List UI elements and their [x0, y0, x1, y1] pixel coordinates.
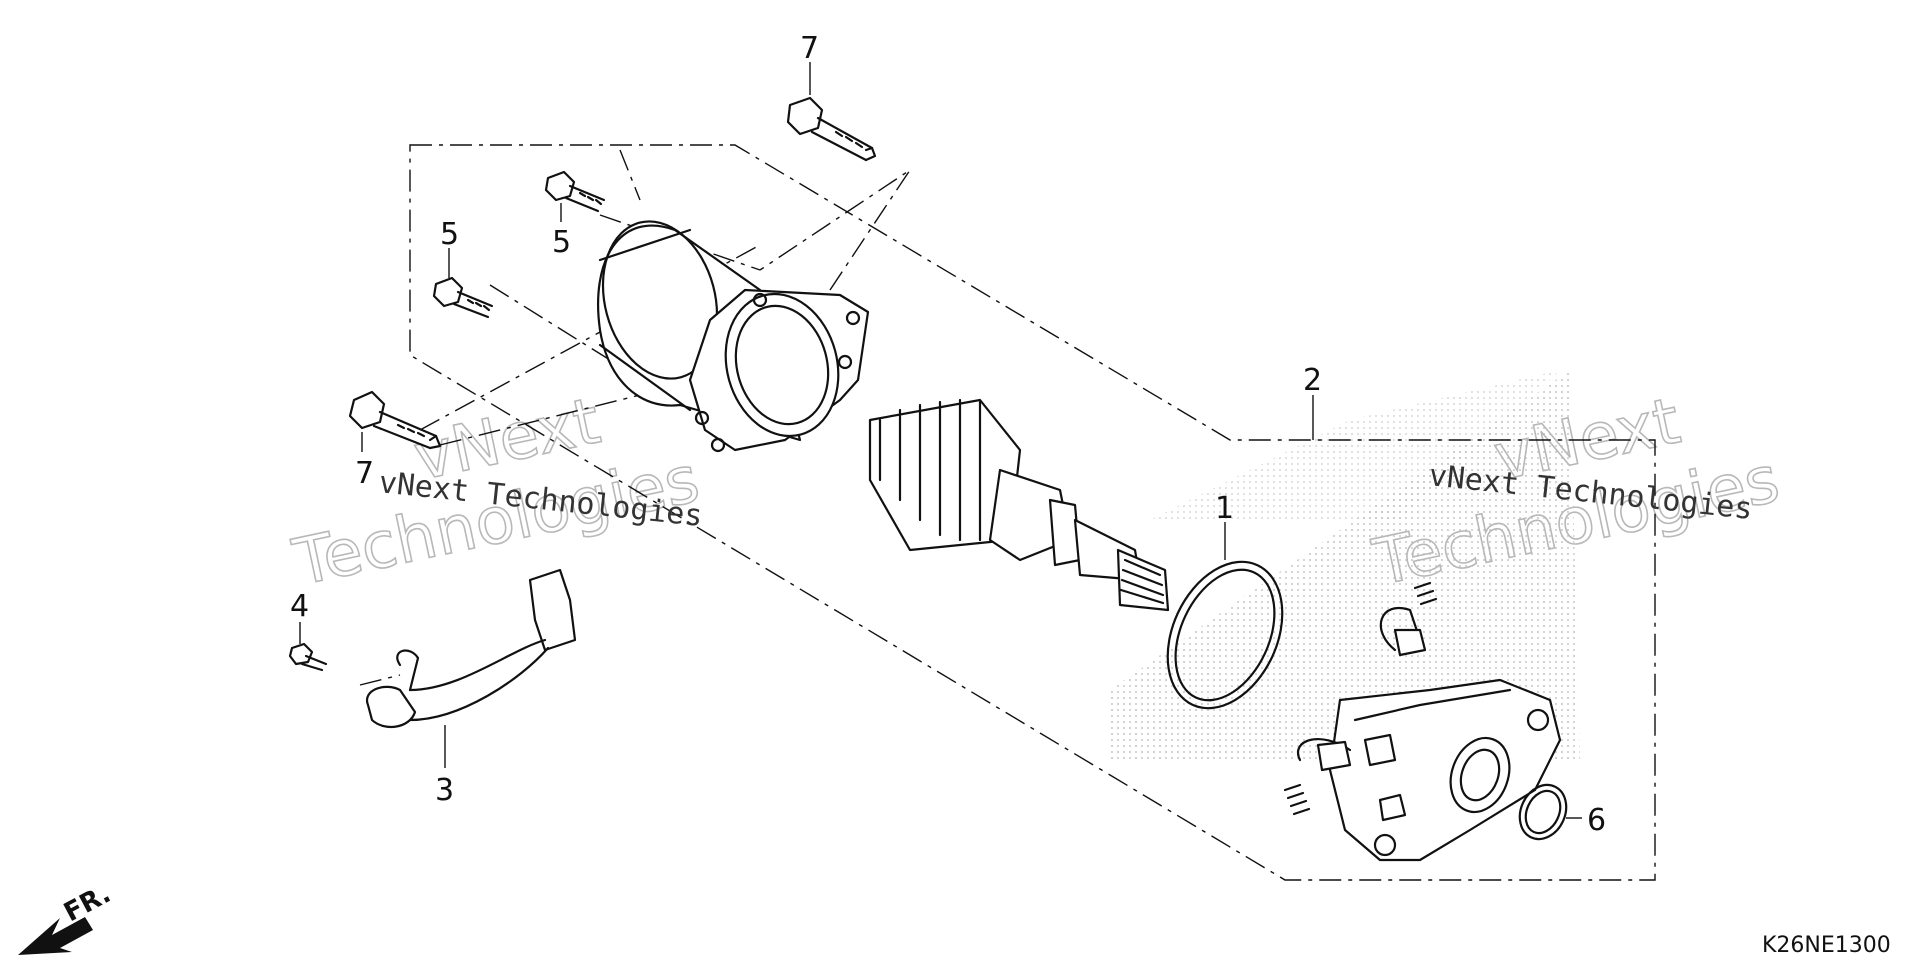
o-ring-large — [1166, 560, 1284, 710]
callout-3: 3 — [435, 773, 454, 808]
dotted-logo-watermark — [1110, 370, 1580, 760]
callout-5-a: 5 — [552, 225, 571, 260]
leader-lines — [299, 62, 1582, 819]
diagram-reference-code: K26NE1300 — [1762, 933, 1891, 958]
brush-holder-end-cover — [1283, 581, 1562, 862]
bolt-small-a — [544, 170, 606, 213]
bolt-small-b — [432, 276, 494, 319]
motor-yoke-housing — [597, 220, 870, 453]
callout-numbers: 7 5 5 7 2 1 4 3 6 — [290, 31, 1606, 838]
front-direction-marker: FR. — [18, 879, 116, 955]
callout-4: 4 — [290, 589, 309, 624]
flange-bolt-top — [786, 96, 877, 162]
brush-harness — [365, 568, 577, 729]
flange-bolt-left — [348, 390, 442, 450]
armature — [868, 398, 1170, 612]
callout-5-b: 5 — [440, 217, 459, 252]
o-ring-small — [1518, 783, 1568, 841]
front-label: FR. — [59, 879, 116, 928]
callout-6: 6 — [1587, 803, 1606, 838]
callout-2: 2 — [1303, 363, 1322, 398]
screw — [288, 642, 328, 672]
callout-1: 1 — [1215, 491, 1234, 526]
callout-7-left: 7 — [355, 456, 374, 491]
front-arrow-icon — [18, 917, 93, 955]
callout-7-top: 7 — [800, 31, 819, 66]
